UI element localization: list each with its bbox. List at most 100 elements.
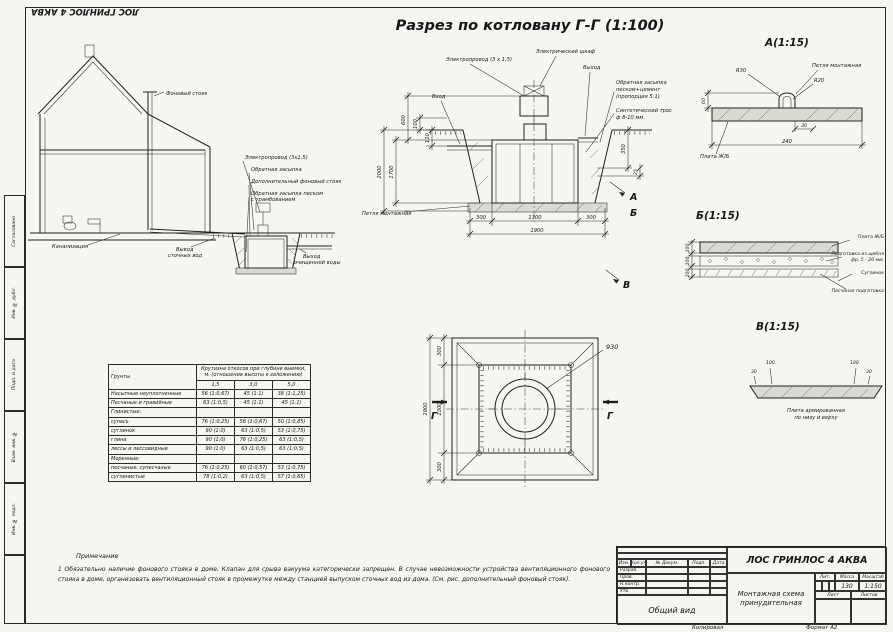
label-outlet-2: очищенной воды [294, 260, 341, 266]
sheet-label: Лист [815, 591, 851, 599]
detail-a: А(1:15) R30 Петля монтажная R20 Плита Ж/… [700, 37, 866, 160]
dim-100-vl: 100 [766, 360, 775, 366]
role-utv: Утв. [617, 588, 646, 595]
label-rope-2: ф 8-10 мм. [616, 115, 645, 121]
scale-label: Масштаб [859, 573, 887, 581]
pit-section-labels: Электропровод (3 х 1,5) Электрический шк… [362, 49, 672, 291]
slab-a [711, 107, 863, 122]
product-name: ЛОС ГРИНЛОС 4 АКВА [727, 547, 887, 573]
margin-box-inv-orig: Инв. № подл. [4, 483, 25, 555]
label-backfill-3: (пропорция 5:1) [616, 94, 660, 100]
dim-plan-300-bottom: 300 [437, 461, 443, 472]
note: Примечание 1 Обязательно наличие фоновог… [58, 552, 610, 584]
note-heading: Примечание [76, 552, 119, 560]
sink-fixture [87, 218, 101, 225]
plan-marker-right: Г [607, 411, 614, 422]
margin-box-approved: Согласовано [4, 195, 25, 267]
dim-30-vr: 30 [866, 369, 872, 375]
dim-110: 110 [425, 132, 431, 143]
label-backfill-1: Обратная засыпка [616, 80, 667, 86]
plan-marker-left: Г [431, 411, 438, 422]
dim-240: 240 [782, 139, 793, 145]
base-slab [467, 202, 608, 213]
drawing-frame [25, 7, 886, 624]
label-loam: Суглинок [861, 270, 884, 276]
pit-section-drawing [428, 80, 652, 222]
toilet-fixture [63, 221, 77, 231]
pit-slopes [462, 129, 613, 204]
dim-100-b3: 100 [685, 269, 691, 278]
dim-30-vl: 30 [751, 369, 757, 375]
pit-walls-house [231, 232, 301, 272]
sheets-label: Листов [851, 591, 887, 599]
marker-b: Б [630, 208, 637, 219]
depth-header: 1,5 [196, 379, 235, 390]
depth-header: 5,0 [272, 379, 311, 390]
label-outlet: Выход [583, 65, 601, 71]
col-header-soils: Грунты [108, 364, 197, 390]
label-sand-pad: Песчаная подготовка [832, 288, 885, 294]
tank-neck [523, 123, 547, 141]
dim-plan-1900: 1900 [423, 402, 429, 416]
dim-930: 930 [606, 343, 618, 351]
mass-value: 130 [835, 581, 859, 591]
label-inlet: Вход [432, 94, 446, 100]
rev-header-podp: Подп. [688, 559, 710, 567]
dim-1700: 1700 [389, 165, 395, 179]
tank-house [244, 235, 288, 269]
lit-label: Лит. [815, 573, 835, 581]
detail-b: Б(1:15) Плита Ж/Б Подготовка из щебня фр… [685, 210, 884, 294]
dim-100-vr: 100 [850, 360, 859, 366]
detail-v-title: В(1:15) [756, 321, 800, 333]
chimney [84, 44, 95, 58]
label-electro: Электропровод (3 х 1,5) [445, 57, 512, 63]
label-backfill-2: песком+цемент [616, 87, 661, 93]
dim-1300: 1300 [528, 215, 542, 221]
dim-300-right: 300 [586, 215, 597, 221]
base-slab-house [235, 267, 297, 275]
margin-box-inv-dup: Инв. № дубл. [4, 267, 25, 339]
dim-100: 100 [413, 118, 419, 129]
slab-v [749, 385, 883, 399]
label-inlet-2: сточных вод [168, 253, 203, 259]
pit-section-dims: 2000 1700 600 100 110 350 25 300 1300 30… [377, 92, 644, 238]
title-block: Изм. Кол.уч № Докум. Подп. Дата Разраб. … [616, 546, 887, 625]
role-razrab: Разраб. [617, 567, 646, 574]
revision-row [617, 547, 727, 553]
dim-2000: 2000 [377, 165, 383, 179]
soils-table: Грунты Крутизна откосов при глубине выем… [108, 364, 311, 483]
label-fan-riser: Фоновый стояк [166, 91, 209, 97]
house-labels: Фоновый стояк Электропровод (3х1,5) Обра… [52, 91, 342, 266]
dim-300-left: 300 [476, 215, 487, 221]
dim-60: 60 [701, 98, 707, 104]
label-backfill-sand-1: Обратная засыпка песком [251, 191, 323, 197]
margin-box-sign-date: Подп. и дата [4, 339, 25, 411]
dim-1900: 1900 [530, 228, 544, 234]
label-sewer: Канализация [52, 244, 88, 250]
gravel-layer [699, 255, 839, 267]
revision-row [617, 553, 727, 559]
copied-label: Копировал [692, 625, 724, 631]
mass-label: Масса [835, 573, 859, 581]
doc-name-line1: Монтажная схема [737, 589, 805, 598]
rev-header-data: Дата [710, 559, 727, 567]
label-add-riser: Дополнительный фоновый стояк [250, 179, 342, 185]
dim-25: 25 [633, 169, 639, 175]
label-electro-cable: Электропровод (3х1,5) [244, 155, 308, 161]
label-cabinet: Электрический шкаф [535, 49, 596, 55]
label-backfill: Обратная засыпка [251, 167, 302, 173]
table-header-row: Грунты Крутизна откосов при глубине выем… [108, 364, 311, 390]
depth-header: 3,0 [234, 379, 273, 390]
rev-header-koluch: Кол.уч [631, 559, 646, 567]
table-row: Глинистые: [108, 407, 311, 418]
col-header-span: Крутизна откосов при глубине выемки, м. … [196, 364, 311, 381]
sand-layer [699, 268, 839, 278]
dim-plan-1300: 1300 [437, 402, 443, 416]
note-body: 1 Обязательно наличие фонового стояка в … [58, 566, 610, 583]
